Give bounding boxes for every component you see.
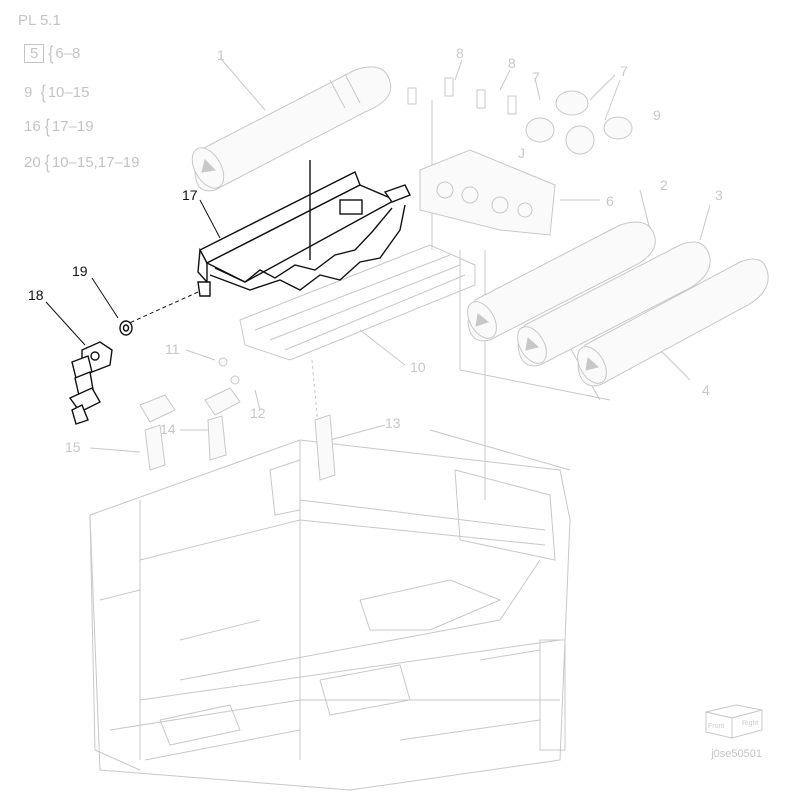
brace-glyph: { xyxy=(40,81,46,104)
part-19-leader xyxy=(124,291,199,326)
callout-4: 4 xyxy=(702,382,710,398)
tray-10 xyxy=(239,244,476,361)
group-label: 9 xyxy=(24,84,33,101)
image-code: j0se50501 xyxy=(711,748,762,760)
callout-18: 18 xyxy=(28,287,44,303)
callout-10: 10 xyxy=(410,359,426,375)
callout-15: 15 xyxy=(65,439,81,455)
group-label: 20 xyxy=(24,154,41,171)
right-label: Right xyxy=(742,720,758,727)
roller-3 xyxy=(517,241,711,367)
group-range: 10–15 xyxy=(47,84,90,101)
callout-J: J xyxy=(518,145,525,161)
front-label: Front xyxy=(708,723,724,730)
callout-17: 17 xyxy=(182,187,198,203)
roller-2 xyxy=(467,221,656,342)
leader-lines-faint xyxy=(89,59,711,500)
gears-7 xyxy=(525,90,633,155)
coupling-18 xyxy=(68,341,113,425)
duct-assembly-17 xyxy=(197,160,411,297)
group-range: 17–19 xyxy=(51,118,94,135)
callout-13: 13 xyxy=(385,415,401,431)
group-row-5: 5{6–8 xyxy=(24,42,81,65)
parts-list-legend: PL 5.1 5{6–8 9 {10–15 16 {17–19 20 {10–1… xyxy=(0,0,220,190)
callout-8b: 8 xyxy=(508,55,516,71)
plate-title: PL 5.1 xyxy=(18,12,61,29)
group-range: 10–15,17–19 xyxy=(51,154,140,171)
callout-14: 14 xyxy=(160,421,176,437)
callout-6: 6 xyxy=(606,193,614,209)
clips-8 xyxy=(407,77,517,115)
group-label: 16 xyxy=(24,118,41,135)
orientation-cube xyxy=(705,704,763,739)
group-range: 6–8 xyxy=(55,45,81,62)
couplers-faint xyxy=(139,357,336,481)
nut-19 xyxy=(119,320,133,336)
callout-2: 2 xyxy=(660,177,668,193)
callout-8a: 8 xyxy=(456,45,464,61)
roller-4 xyxy=(577,258,769,387)
group-row-9: 9 {10–15 xyxy=(24,81,90,104)
machine-frame-outline xyxy=(89,429,571,791)
group-row-20: 20 {10–15,17–19 xyxy=(24,151,140,174)
leader-lines-dark xyxy=(45,199,221,346)
brace-glyph: { xyxy=(48,42,54,65)
callout-7a: 7 xyxy=(532,69,540,85)
bracket-6 xyxy=(419,149,556,236)
callout-11: 11 xyxy=(165,341,180,357)
group-row-16: 16 {17–19 xyxy=(24,115,94,138)
callout-3: 3 xyxy=(715,187,723,203)
roller-1 xyxy=(191,66,392,192)
callout-9: 9 xyxy=(653,107,661,123)
brace-glyph: { xyxy=(44,151,50,174)
group-label-boxed: 5 xyxy=(24,44,45,63)
callout-12: 12 xyxy=(250,405,266,421)
callout-7b: 7 xyxy=(620,63,628,79)
brace-glyph: { xyxy=(44,115,50,138)
callout-19: 19 xyxy=(72,263,88,279)
callout-labels: 1 2 3 4 6 7 7 8 8 9 10 11 12 13 14 15 J … xyxy=(28,45,723,455)
callout-1: 1 xyxy=(217,47,225,63)
